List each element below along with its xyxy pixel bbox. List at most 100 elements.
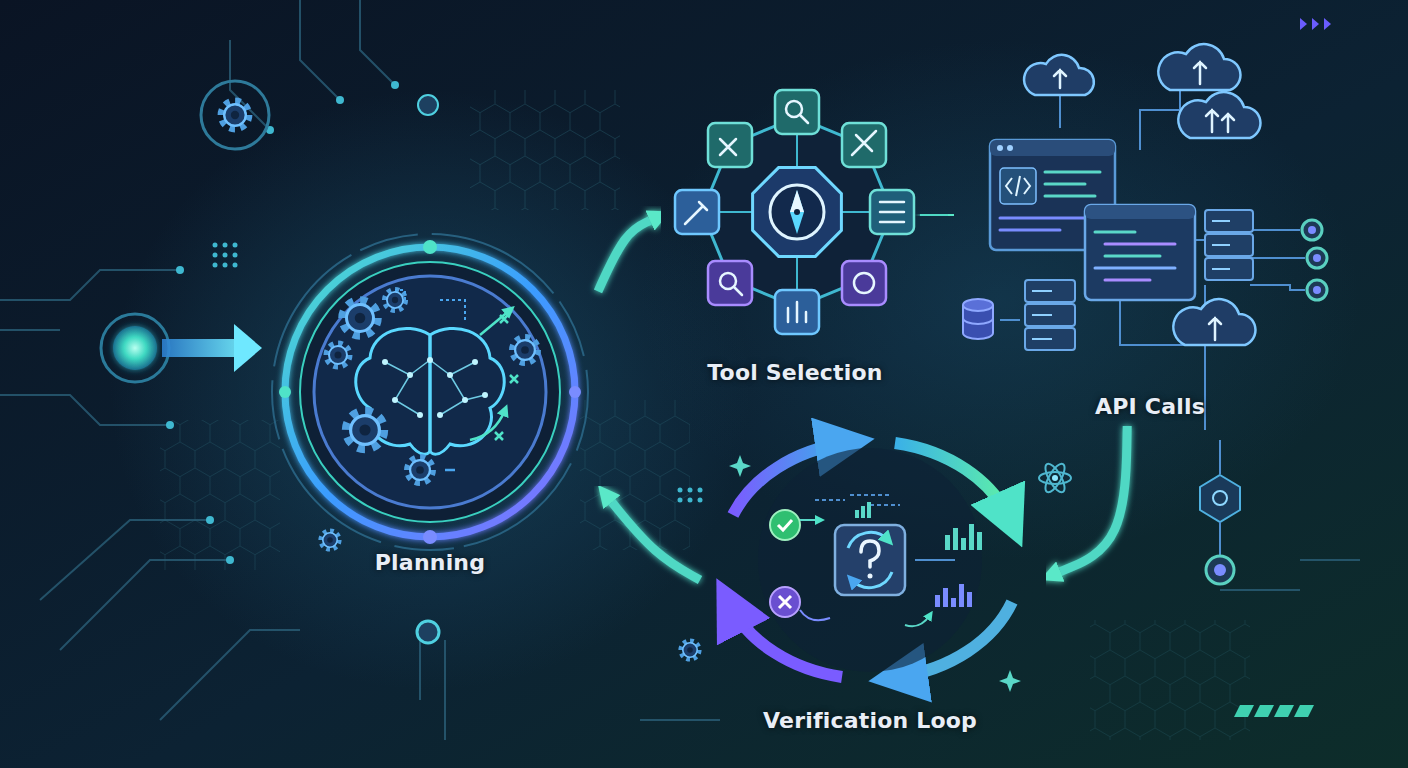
- tool-selection-illustration: [880, 202, 904, 222]
- verification-loop-illustration: [758, 448, 982, 672]
- tool-selection-illustration: [854, 273, 874, 293]
- verification-loop-illustration: [815, 495, 900, 505]
- planning-illustration: [344, 302, 377, 335]
- background: [470, 90, 620, 210]
- planning-illustration: [385, 290, 405, 310]
- cloud: [1173, 299, 1255, 345]
- decor-nodes: [1213, 491, 1227, 505]
- code-window: [1006, 176, 1030, 196]
- planning-illustration: [285, 247, 575, 537]
- verification-loop-illustration: [852, 572, 892, 588]
- planning-illustration: [440, 300, 465, 320]
- decor-nodes: [201, 81, 269, 149]
- code-window: [1095, 232, 1175, 280]
- api-calls-illustration: [1054, 70, 1066, 88]
- circuit-dots: [391, 81, 399, 89]
- circuit-dots: [213, 253, 218, 258]
- circuit-traces: [360, 0, 395, 85]
- connectors: [598, 214, 1127, 580]
- circuit-dots: [336, 96, 344, 104]
- tool-selection-illustration: [842, 123, 886, 167]
- planning-illustration: [445, 310, 510, 470]
- background: [160, 420, 280, 570]
- api-calls-illustration: [1313, 254, 1321, 262]
- decor-nodes: [1312, 18, 1319, 30]
- planning-illustration: [392, 397, 398, 403]
- decor-nodes: [1052, 475, 1058, 481]
- circuit-dots: [223, 263, 228, 268]
- cloud: [1178, 92, 1260, 138]
- tool-selection-illustration: [708, 261, 752, 305]
- planning-illustration: [300, 262, 560, 522]
- circuit-dots: [698, 498, 703, 503]
- circuit-dots: [678, 488, 683, 493]
- circuit-traces: [0, 0, 1360, 740]
- planning-illustration: [427, 357, 433, 363]
- verification-loop-illustration: [868, 574, 873, 579]
- planning-illustration: [385, 360, 485, 415]
- verification-loop-illustration: [800, 610, 830, 620]
- verification-loop-illustration: [867, 502, 871, 518]
- verification-loop-illustration: [951, 598, 956, 607]
- cloud: [1024, 55, 1094, 95]
- decor-nodes: [1324, 18, 1331, 30]
- decor-nodes: [999, 670, 1021, 692]
- planning-illustration: [395, 290, 405, 300]
- background: [110, 90, 750, 690]
- flow-arrow: [612, 502, 700, 580]
- planning-illustration: [437, 412, 443, 418]
- tool-selection-illustration: [734, 287, 742, 295]
- circuit-traces: [60, 560, 230, 650]
- decor-nodes: [1300, 18, 1307, 30]
- verification-loop-illustration: [855, 502, 982, 607]
- planning-illustration: [447, 372, 453, 378]
- verification-loop-illustration: [977, 532, 982, 550]
- verification-loop-illustration: [961, 538, 966, 550]
- input-point: [101, 314, 262, 382]
- api-calls-illustration: [1308, 226, 1321, 294]
- decor-nodes: [1214, 564, 1226, 576]
- planning-illustration: [482, 392, 488, 398]
- planning-illustration: [272, 234, 588, 550]
- decor-nodes: [681, 641, 699, 659]
- decor-nodes: [1234, 705, 1254, 717]
- decor-nodes: [1254, 705, 1274, 717]
- tool-selection-illustration: [720, 139, 736, 155]
- flow-arrow: [920, 210, 948, 220]
- decor-nodes: [1300, 18, 1331, 30]
- tool-selection-illustration: [685, 202, 707, 224]
- circuit-dots: [206, 516, 214, 524]
- verification-loop-illustration: [855, 510, 859, 518]
- port-circle: [1302, 220, 1322, 240]
- decor-nodes: [1039, 472, 1071, 484]
- circuit-traces: [300, 0, 340, 100]
- database: [963, 318, 993, 324]
- decor-nodes: [418, 95, 438, 115]
- circuit-traces: [0, 270, 180, 300]
- tool-selection-illustration: [794, 209, 800, 215]
- input-point: [234, 324, 262, 372]
- verification-loop-illustration: [770, 587, 800, 617]
- api-calls-node: API Calls: [960, 36, 1340, 426]
- planning-illustration: [445, 469, 455, 472]
- planning-illustration: [314, 276, 546, 508]
- planning-illustration: [279, 386, 291, 398]
- tool-selection-illustration: [775, 90, 819, 134]
- cloud: [1158, 44, 1240, 90]
- api-calls-illustration: [1194, 62, 1206, 84]
- node-label: Planning: [369, 549, 491, 576]
- code-window: [1085, 205, 1195, 300]
- planning-node: Planning: [262, 236, 598, 582]
- planning-illustration: [385, 360, 485, 415]
- node-label: Verification Loop: [757, 707, 983, 734]
- circuit-dots: [226, 556, 234, 564]
- code-window: [1095, 231, 1135, 234]
- circuit-traces: [160, 630, 300, 720]
- decor-nodes: [729, 455, 751, 477]
- decor-nodes: [1234, 705, 1314, 717]
- api-calls-illustration: [1250, 285, 1305, 290]
- circuit-dots: [233, 243, 238, 248]
